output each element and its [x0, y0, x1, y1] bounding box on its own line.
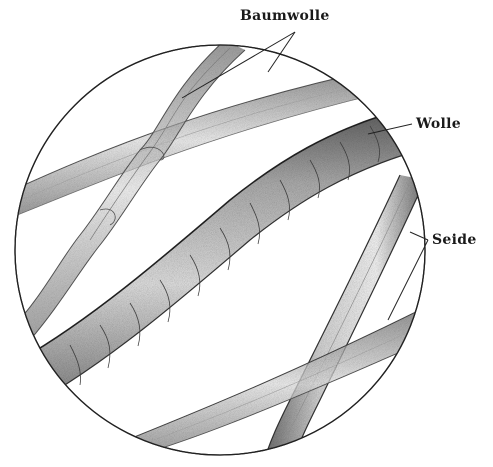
label-cotton: Baumwolle	[240, 8, 330, 24]
label-silk: Seide	[432, 232, 477, 248]
label-wool: Wolle	[415, 116, 461, 132]
